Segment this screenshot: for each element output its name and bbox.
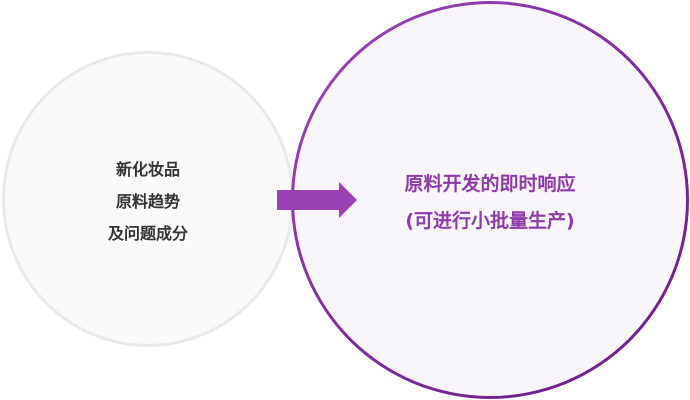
left-circle-node bbox=[2, 51, 294, 347]
right-node-line-2: (可进行小批量生产) bbox=[405, 210, 575, 232]
right-node-line-1: 原料开发的即时响应 bbox=[404, 173, 576, 195]
left-node-line-1: 新化妆品 bbox=[115, 160, 180, 179]
right-circle-node bbox=[291, 1, 689, 399]
left-node-label: 新化妆品 原料趋势 及问题成分 bbox=[2, 154, 294, 250]
right-arrow-icon bbox=[277, 182, 357, 218]
right-node-label: 原料开发的即时响应 (可进行小批量生产) bbox=[291, 166, 689, 240]
left-node-line-2: 原料趋势 bbox=[115, 192, 180, 211]
left-node-line-3: 及问题成分 bbox=[107, 224, 188, 243]
right-circle-fill bbox=[294, 4, 686, 396]
